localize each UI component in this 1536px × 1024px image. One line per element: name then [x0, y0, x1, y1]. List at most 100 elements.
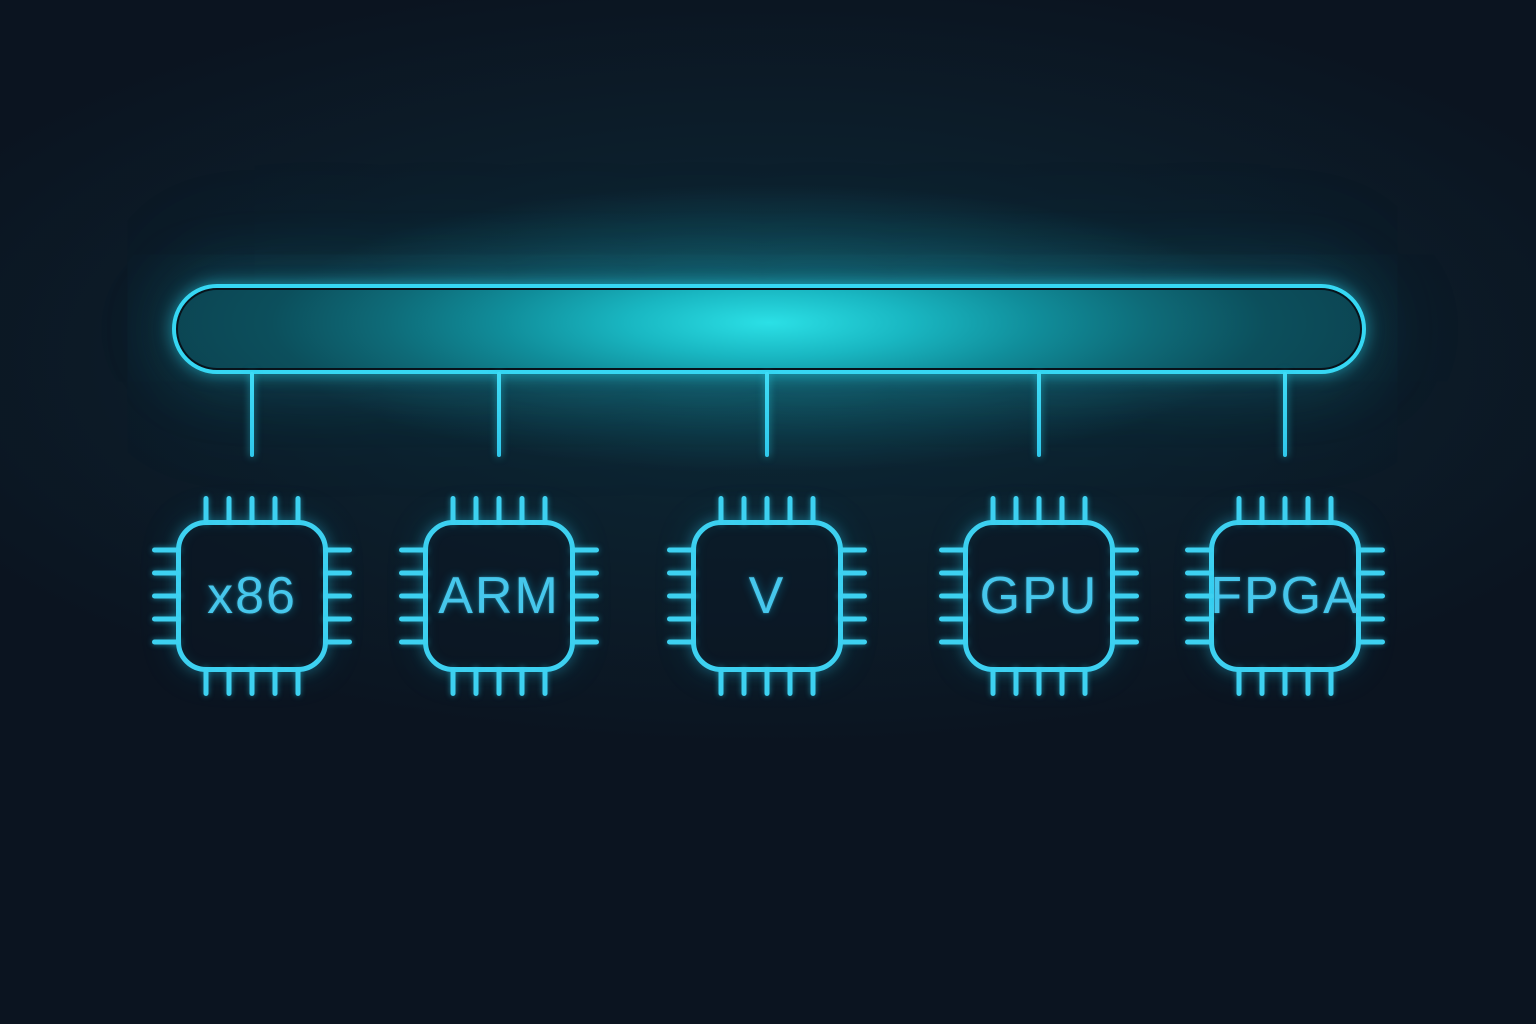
chip-label: FPGA	[1210, 567, 1360, 625]
chip-pin-icon	[1110, 570, 1139, 576]
chip-pin-icon	[152, 616, 181, 622]
chip-pin-icon	[1185, 547, 1214, 553]
chip-pins-right	[1356, 547, 1385, 645]
chip-pin-icon	[295, 667, 301, 696]
chip-pins-left	[399, 547, 428, 645]
chip-pin-icon	[1328, 496, 1334, 525]
chip-pin-icon	[810, 667, 816, 696]
chip-pin-icon	[570, 547, 599, 553]
chip-pin-icon	[1013, 496, 1019, 525]
chip-label: GPU	[979, 567, 1099, 625]
chip-pin-icon	[667, 570, 696, 576]
chip-pin-icon	[1259, 496, 1265, 525]
chip-pin-icon	[1082, 667, 1088, 696]
chip-pin-icon	[152, 593, 181, 599]
chip-pin-icon	[1282, 496, 1288, 525]
chip-pin-icon	[496, 496, 502, 525]
chip-pins-bottom	[1236, 667, 1334, 696]
chip-pin-icon	[741, 496, 747, 525]
chip-pin-icon	[764, 496, 770, 525]
chip-pin-icon	[990, 667, 996, 696]
chip-label: x86	[207, 567, 297, 625]
chip-pin-icon	[1356, 616, 1385, 622]
chip-pin-icon	[667, 616, 696, 622]
chip-pin-icon	[496, 667, 502, 696]
chip-pin-icon	[399, 616, 428, 622]
chip-pin-icon	[1328, 667, 1334, 696]
chip-pin-icon	[570, 570, 599, 576]
chip-pins-bottom	[718, 667, 816, 696]
chip-pins-bottom	[990, 667, 1088, 696]
chip-pin-icon	[399, 570, 428, 576]
chip-pins-top	[718, 496, 816, 525]
chip-pin-icon	[226, 667, 232, 696]
chip-pin-icon	[450, 496, 456, 525]
chip-pin-icon	[939, 570, 968, 576]
chip-pin-icon	[295, 496, 301, 525]
chip-pin-icon	[226, 496, 232, 525]
chip-pin-icon	[1356, 547, 1385, 553]
chip-pin-icon	[1236, 667, 1242, 696]
connector-line-gpu	[1037, 372, 1041, 457]
chip-pin-icon	[519, 496, 525, 525]
chip-pins-left	[667, 547, 696, 645]
chip-pin-icon	[1185, 639, 1214, 645]
chip-pin-icon	[1110, 616, 1139, 622]
chip-pin-icon	[570, 593, 599, 599]
chip-pin-icon	[667, 639, 696, 645]
chip-pin-icon	[473, 496, 479, 525]
chip-pins-right	[838, 547, 867, 645]
chip-pin-icon	[450, 667, 456, 696]
chip-pins-bottom	[203, 667, 301, 696]
chip-x86: x86	[152, 496, 352, 696]
chip-pin-icon	[718, 496, 724, 525]
chip-pin-icon	[1356, 639, 1385, 645]
chip-pin-icon	[838, 547, 867, 553]
chip-pin-icon	[1356, 593, 1385, 599]
chip-pin-icon	[519, 667, 525, 696]
chip-pin-icon	[152, 639, 181, 645]
chip-pin-icon	[1305, 667, 1311, 696]
chip-pin-icon	[203, 496, 209, 525]
chip-pin-icon	[667, 593, 696, 599]
chip-arm: ARM	[399, 496, 599, 696]
chip-pin-icon	[787, 667, 793, 696]
chip-pins-top	[203, 496, 301, 525]
chip-pin-icon	[939, 547, 968, 553]
chip-pin-icon	[323, 639, 352, 645]
connector-line-riscv	[765, 372, 769, 457]
connector-line-arm	[497, 372, 501, 457]
chip-pin-icon	[1059, 496, 1065, 525]
chip-pin-icon	[838, 639, 867, 645]
chip-pin-icon	[990, 496, 996, 525]
chip-label: ARM	[438, 567, 560, 625]
chip-pin-icon	[570, 616, 599, 622]
chip-pin-icon	[542, 496, 548, 525]
chip-pin-icon	[1305, 496, 1311, 525]
chip-pin-icon	[939, 616, 968, 622]
chip-pin-icon	[1059, 667, 1065, 696]
chip-pin-icon	[323, 593, 352, 599]
chip-pin-icon	[152, 547, 181, 553]
chip-pin-icon	[1110, 593, 1139, 599]
bus-bar	[172, 284, 1366, 374]
chip-label: V	[748, 567, 786, 625]
chip-pin-icon	[667, 547, 696, 553]
chip-pin-icon	[570, 639, 599, 645]
chip-pin-icon	[1082, 496, 1088, 525]
chip-gpu: GPU	[939, 496, 1139, 696]
chip-pin-icon	[1356, 570, 1385, 576]
chip-pin-icon	[741, 667, 747, 696]
chip-pin-icon	[1110, 547, 1139, 553]
chip-pin-icon	[1282, 667, 1288, 696]
chip-pin-icon	[542, 667, 548, 696]
chip-pin-icon	[838, 616, 867, 622]
chip-pin-icon	[203, 667, 209, 696]
connector-line-x86	[250, 372, 254, 457]
chip-pin-icon	[323, 547, 352, 553]
chip-pin-icon	[1259, 667, 1265, 696]
chip-fpga: FPGA	[1185, 496, 1385, 696]
chip-pin-icon	[838, 570, 867, 576]
chip-pin-icon	[152, 570, 181, 576]
chip-pin-icon	[399, 639, 428, 645]
